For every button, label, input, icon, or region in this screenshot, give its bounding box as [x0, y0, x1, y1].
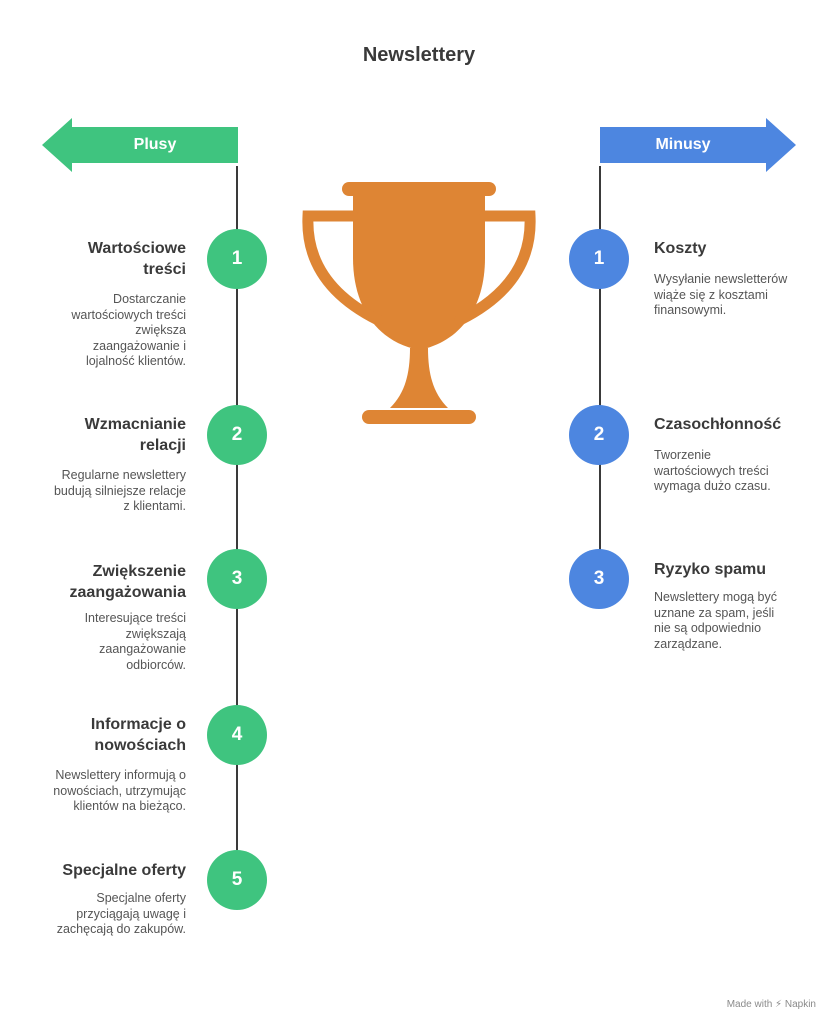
pros-item-number: 2: [207, 405, 267, 465]
cons-item-title: Koszty: [654, 240, 707, 257]
pros-item-desc: Specjalne oferty przyciągają uwagę i zac…: [56, 891, 186, 936]
pros-item-desc: Newslettery informują o nowościach, utrz…: [53, 768, 186, 813]
pros-item-desc: Regularne newslettery budują silniejsze …: [53, 468, 186, 513]
cons-item-number: 1: [569, 229, 629, 289]
pros-item-title: Wartościowe treści: [87, 240, 186, 278]
pros-arrow-shape: [42, 118, 238, 172]
pros-item-number: 3: [207, 549, 267, 609]
cons-label: Minusy: [655, 136, 711, 153]
cons-banner: Minusy: [600, 118, 796, 172]
pros-banner: Plusy: [42, 118, 238, 172]
cons-item-number: 3: [569, 549, 629, 609]
pros-item-desc: Dostarczanie wartościowych treści zwięks…: [71, 292, 186, 368]
diagram-title: Newslettery: [362, 44, 476, 66]
pros-item-title: Specjalne oferty: [62, 862, 186, 879]
cons-item-title: Ryzyko spamu: [654, 561, 767, 578]
pros-item-title: Informacje o nowościach: [90, 716, 186, 754]
cons-item-desc: Wysyłanie newsletterów wiąże się z koszt…: [654, 272, 788, 317]
made-with-napkin: Made with ⚡ Napkin: [726, 999, 816, 1010]
pros-timeline-line: [236, 166, 238, 850]
cons-item-number: 2: [569, 405, 629, 465]
pros-item-desc: Interesujące treści zwiększają zaangażow…: [84, 611, 186, 672]
cons-timeline-line: [599, 166, 601, 560]
cons-item-title: Czasochłonność: [654, 416, 782, 433]
pros-item-title: Wzmacnianie relacji: [84, 416, 186, 454]
pros-item-number: 5: [207, 850, 267, 910]
pros-item-title: Zwiększenie zaangażowania: [69, 563, 186, 601]
cons-item-desc: Newslettery mogą być uznane za spam, jeś…: [654, 590, 777, 651]
cons-item-desc: Tworzenie wartościowych treści wymaga du…: [654, 448, 771, 493]
trophy-icon: [302, 182, 536, 424]
cons-arrow-shape: [600, 118, 796, 172]
pros-item-number: 1: [207, 229, 267, 289]
pros-label: Plusy: [133, 136, 177, 153]
pros-item-number: 4: [207, 705, 267, 765]
